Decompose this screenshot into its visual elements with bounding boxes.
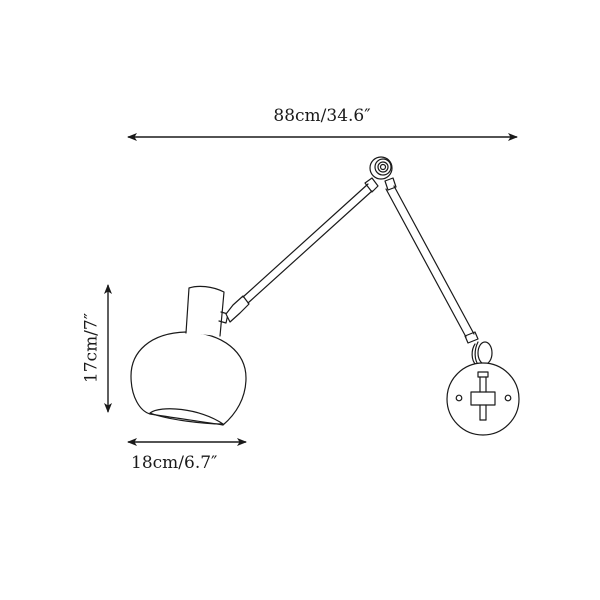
round-wall-plate xyxy=(446,362,520,436)
shade-socket xyxy=(185,285,229,337)
elbow-joint xyxy=(369,156,393,180)
total-width-label: 88cm/34.6″ xyxy=(273,106,371,126)
shade-height-label: 17cm/7″ xyxy=(81,312,102,384)
globe-shade xyxy=(130,331,247,426)
shade-width-label: 18cm/6.7″ xyxy=(131,453,218,473)
lower-arm xyxy=(225,177,379,323)
upper-arm xyxy=(384,177,479,344)
